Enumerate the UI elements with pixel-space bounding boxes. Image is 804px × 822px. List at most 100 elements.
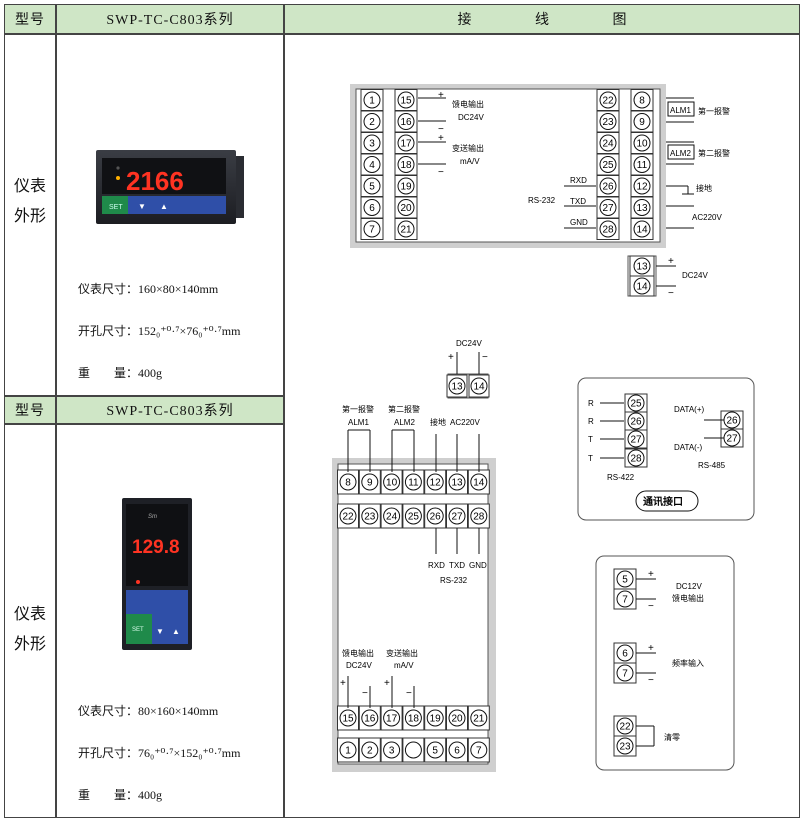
terminal-circle [616, 570, 634, 588]
terminal-number: 13 [451, 382, 463, 393]
alm1-label: ALM1 [348, 418, 369, 427]
terminal-number: 17 [400, 139, 412, 150]
terminal-circle [397, 220, 415, 238]
set-key-icon: SET [132, 627, 144, 633]
terminal-circle [339, 473, 357, 491]
gnd-label: GND [570, 218, 588, 227]
terminal-number: 14 [473, 478, 485, 489]
section2-model-text: 型号 [15, 404, 45, 419]
label-line1: 仪表 [13, 606, 46, 623]
terminal-number: 11 [408, 478, 419, 489]
terminal-number: 23 [364, 512, 376, 523]
trans-unit-label: mA/V [394, 661, 414, 670]
terminal-number: 11 [637, 160, 648, 171]
terminal-circle [633, 277, 651, 295]
cut-value: 76₀⁺⁰·⁷×152₀⁺⁰·⁷mm [138, 746, 241, 760]
terminal-circle [397, 156, 415, 173]
terminal-circle [448, 741, 466, 759]
terminal-number: 10 [386, 478, 398, 489]
terminal-number: 3 [369, 139, 375, 150]
terminal-number: 9 [367, 478, 373, 489]
comm-interface-title: 通讯接口 [643, 495, 683, 508]
terminal-circle [383, 709, 401, 727]
terminal-number: 2 [367, 746, 373, 757]
vertical-meter-photo: Sm 129.8 SET ▼ ▲ [122, 498, 192, 650]
label-line2: 外形 [13, 636, 46, 653]
section2-series-title: SWP-TC-C803系列 [56, 396, 284, 424]
series-title-text: SWP-TC-C803系列 [106, 13, 234, 28]
minus-sign: − [668, 288, 674, 299]
terminal-number: 16 [400, 117, 412, 128]
comm-interface-badge [635, 490, 699, 512]
meter-display-value: 129.8 [132, 537, 180, 558]
cutout-row: 开孔尺寸：76₀⁺⁰·⁷×152₀⁺⁰·⁷mm [78, 746, 240, 760]
t-label: T [588, 435, 593, 444]
terminal-number: 5 [369, 182, 375, 193]
plus-sign: + [340, 678, 346, 689]
label-line2: 外形 [13, 208, 46, 225]
dim-label: 仪表尺寸： [78, 704, 139, 718]
terminal-number: 19 [400, 182, 412, 193]
minus-sign: − [648, 601, 654, 612]
terminal-number: 7 [622, 669, 628, 680]
terminal-number: 18 [400, 160, 412, 171]
terminal-circle [599, 134, 617, 152]
alm1-text: 第一报警 [342, 404, 374, 414]
rs232-label: RS-232 [528, 196, 556, 205]
terminal-circle [361, 507, 379, 525]
terminal-number: 7 [369, 225, 375, 236]
dimension-row: 仪表尺寸：160×80×140mm [78, 282, 240, 296]
cut-value: 152₀⁺⁰·⁷×76₀⁺⁰·⁷mm [138, 324, 241, 338]
terminal-circle [426, 507, 444, 525]
dim-label: 仪表尺寸： [78, 282, 139, 296]
section2-image-cell [56, 424, 284, 818]
dim-value: 160×80×140mm [138, 282, 219, 296]
terminal-circle [448, 709, 466, 727]
model-label-header: 型号 [4, 4, 56, 34]
trans-unit-label: mA/V [460, 157, 480, 166]
terminal-circle [599, 220, 617, 238]
weight-value: 400g [138, 788, 163, 802]
terminal-number: 1 [369, 96, 375, 107]
terminal-circle [633, 156, 651, 173]
svg-text:Sm: Sm [148, 514, 157, 520]
cutout-row: 开孔尺寸：152₀⁺⁰·⁷×76₀⁺⁰·⁷mm [78, 324, 240, 338]
terminal-circle [633, 199, 651, 216]
terminal-number: 17 [386, 714, 398, 725]
section1-image-cell [56, 34, 284, 396]
wiring-title-header: 接 线 图 [284, 4, 800, 34]
terminal-circle [363, 91, 381, 109]
alm2-text: 第二报警 [388, 404, 420, 414]
plus-sign: + [448, 352, 454, 363]
terminal-number: 26 [630, 417, 642, 428]
terminal-number: 22 [619, 722, 631, 733]
ac220-label: AC220V [692, 213, 722, 222]
terminal-number: 12 [430, 478, 442, 489]
terminal-circle [627, 394, 645, 412]
plus-sign: + [668, 256, 674, 267]
terminal-number: 22 [342, 512, 354, 523]
down-arrow-icon: ▼ [138, 202, 146, 211]
terminal-circle [397, 91, 415, 109]
wiring-title-text: 接 线 图 [457, 13, 627, 28]
terminal-circle [361, 709, 379, 727]
alm1-text: 第一报警 [698, 106, 730, 116]
freq-input-label: 频率输入 [672, 658, 704, 668]
terminal-number: 24 [386, 512, 398, 523]
r-label: R [588, 417, 594, 426]
up-arrow-icon: ▲ [172, 627, 180, 636]
weight-label: 重 量： [78, 788, 139, 802]
terminal-circle [363, 220, 381, 238]
clear-label: 清零 [664, 732, 680, 742]
trans-output-label: 变送输出 [386, 648, 418, 658]
feed-output-label: 馈电输出 [452, 99, 484, 109]
minus-sign: − [406, 688, 412, 699]
terminal-number: 23 [602, 117, 614, 128]
